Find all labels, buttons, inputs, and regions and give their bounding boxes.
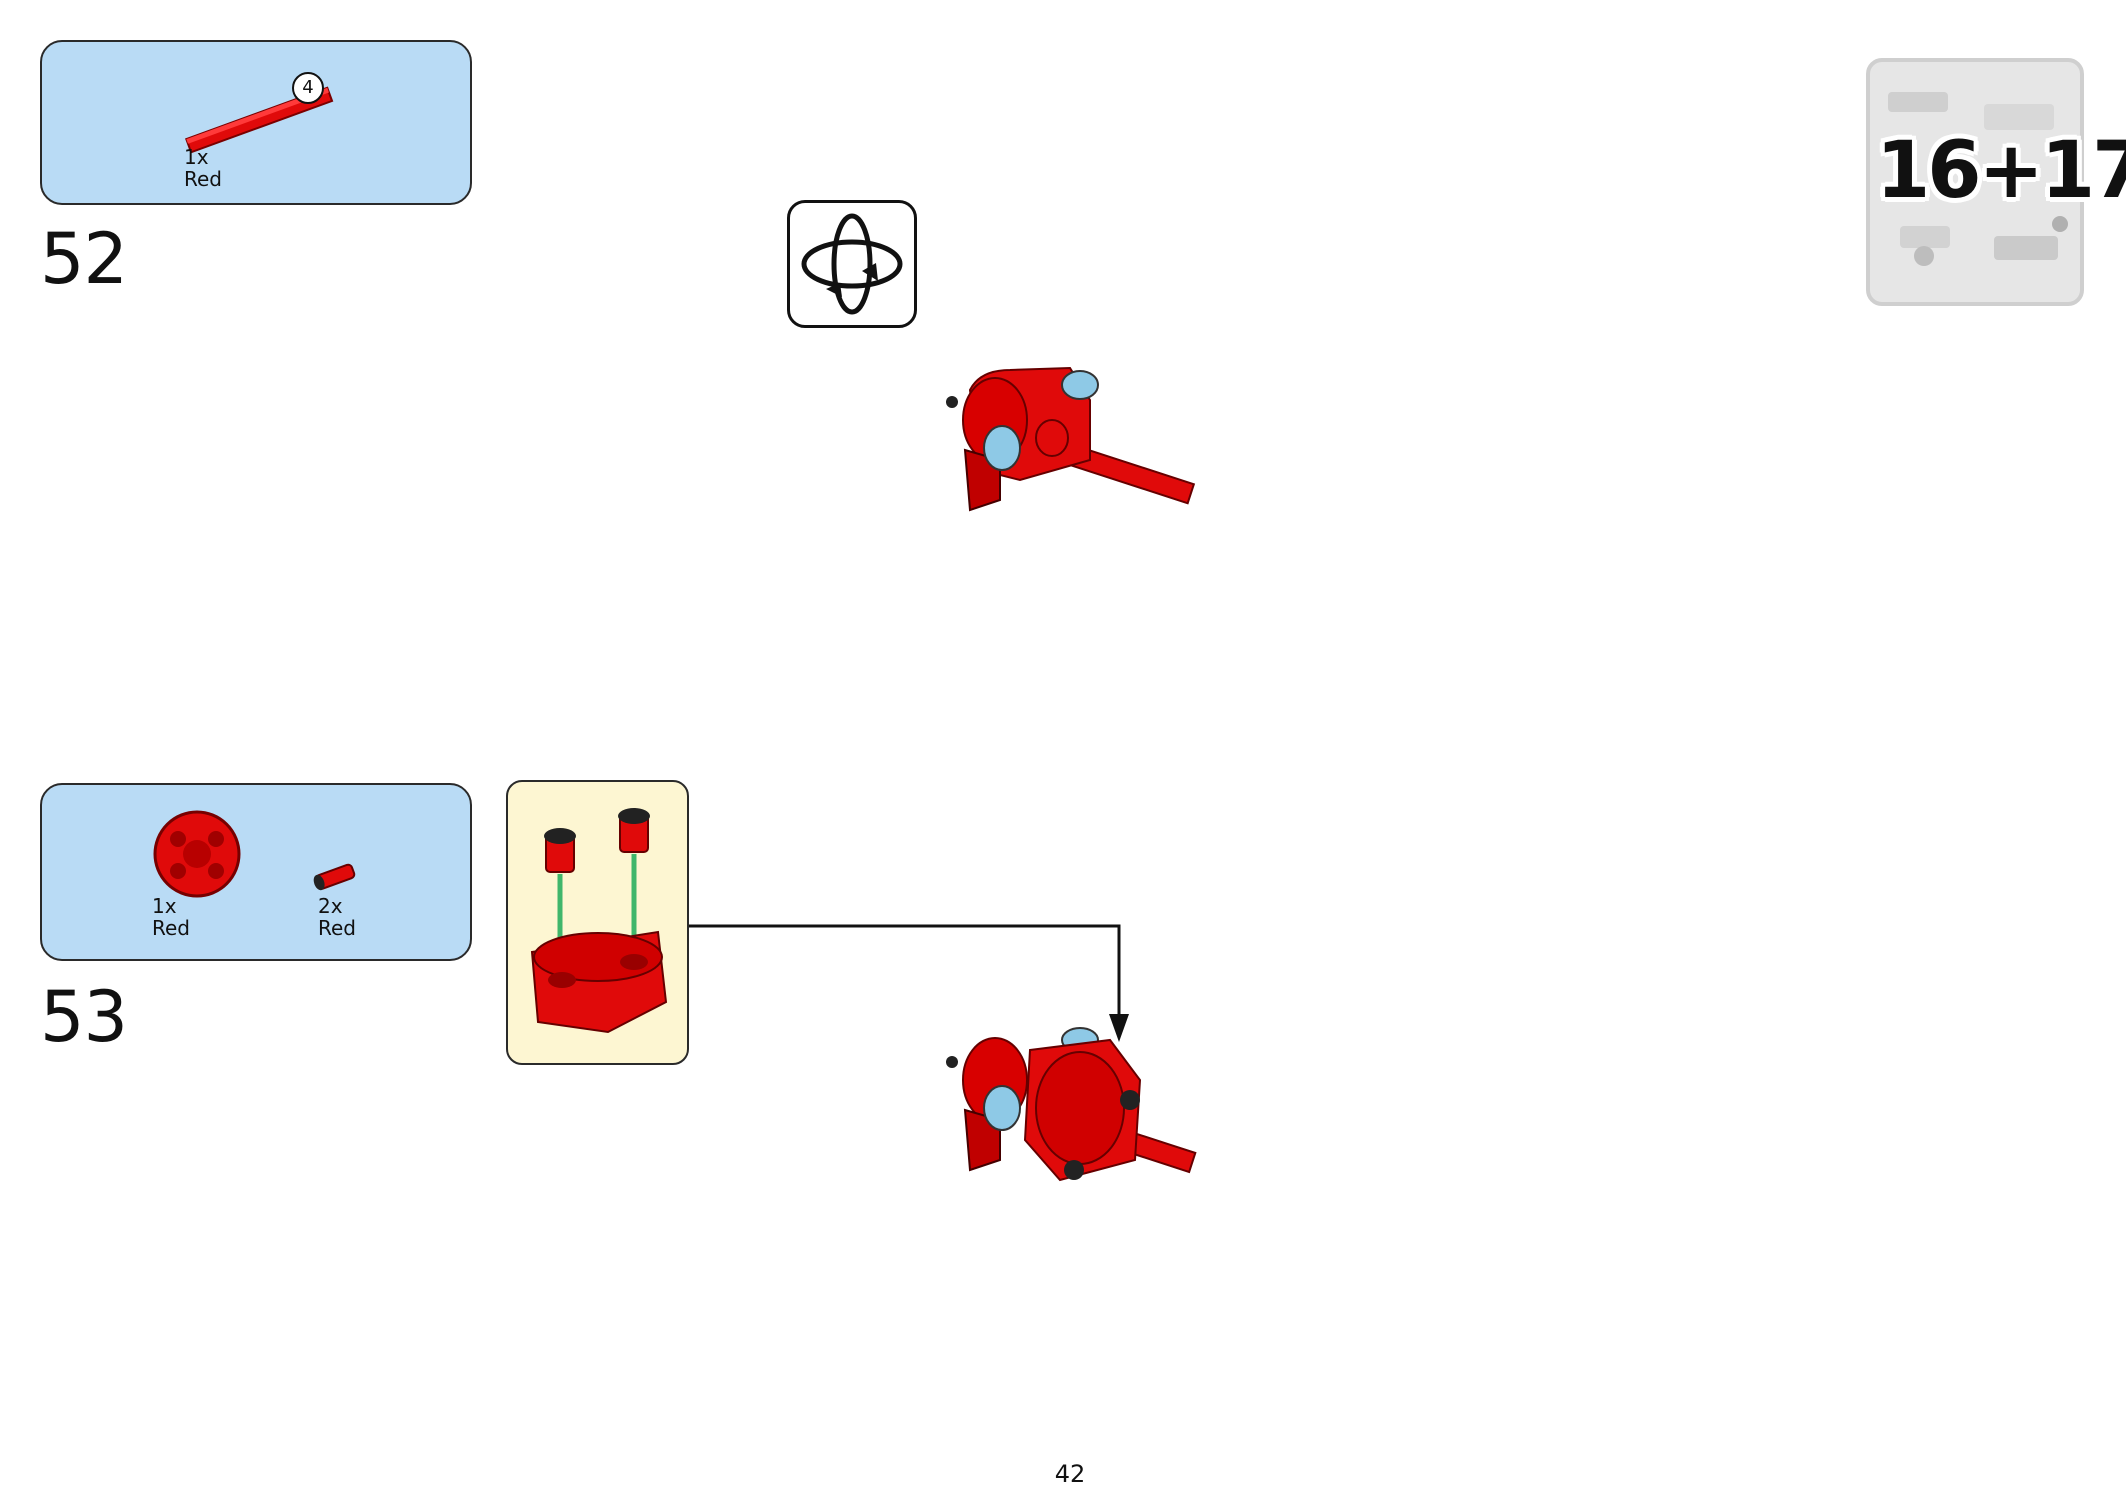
part-label: 2x Red [318, 895, 356, 939]
part-color: Red [152, 916, 190, 940]
part-quantity: 2x [318, 894, 343, 918]
page-number: 42 [1054, 1460, 1086, 1488]
rotate-model-icon [787, 200, 917, 328]
step-number-52: 52 [40, 218, 128, 300]
step-52-model [946, 366, 1196, 512]
red-wedge-belt-wheel-icon [153, 810, 241, 898]
part-label: 1x Red [152, 895, 190, 939]
step-53-model [946, 1027, 1197, 1182]
part-color: Red [184, 167, 222, 191]
part-quantity: 1x [152, 894, 177, 918]
parts-box-step-53: 1x Red 2x Red [40, 783, 472, 961]
callout-connector-arrow [689, 924, 1129, 1042]
parts-box-step-52: 4 1x Red [40, 40, 472, 205]
part-color: Red [318, 916, 356, 940]
red-pin-icon [313, 863, 356, 891]
step-number-53: 53 [40, 976, 128, 1058]
sub-assembly-box [506, 780, 689, 1065]
part-label: 1x Red [184, 146, 222, 190]
part-quantity: 1x [184, 145, 209, 169]
red-axle-icon [185, 86, 334, 154]
parts-bag-icon: 16+17 [1864, 56, 2126, 308]
part-length-callout: 4 [292, 72, 324, 104]
bag-number-label: 16+17 [1876, 126, 2126, 216]
